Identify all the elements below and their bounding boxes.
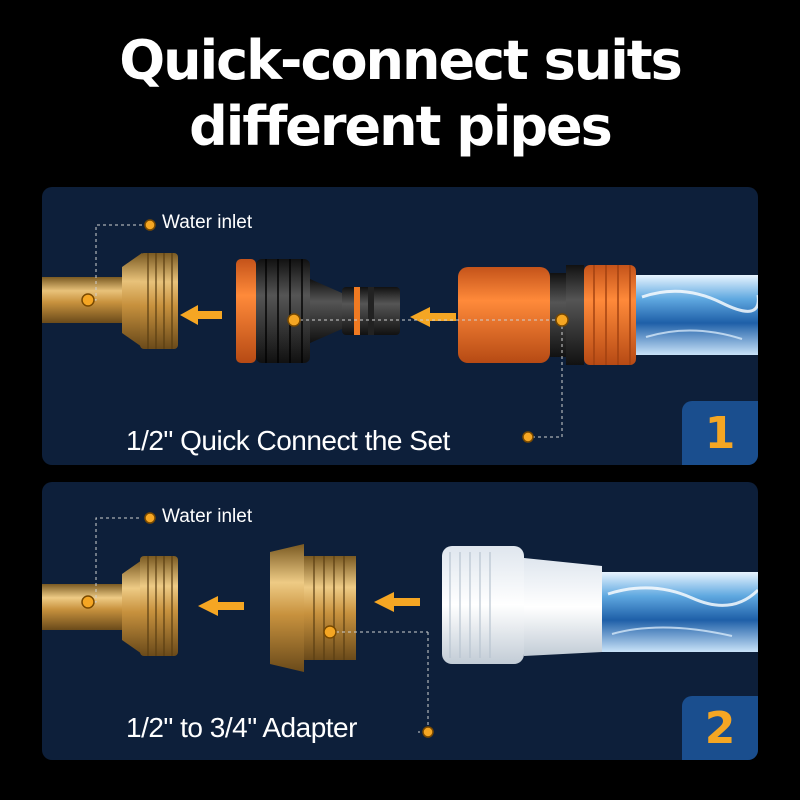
clear-connector <box>442 546 602 664</box>
headline: Quick-connect suits different pipes <box>0 28 800 160</box>
arrow-left-icon <box>410 307 456 327</box>
panel-1-illustration <box>42 219 758 443</box>
brass-faucet-2 <box>42 556 178 656</box>
caption-2: 1/2" to 3/4" Adapter <box>126 712 357 743</box>
arrow-left-icon <box>198 596 244 616</box>
panel-2-illustration <box>42 512 758 738</box>
step-badge-2: 2 <box>682 696 758 760</box>
callout-dots <box>81 512 434 738</box>
arrow-left-icon <box>374 592 420 612</box>
orange-quick-connector <box>458 265 636 365</box>
black-tap-adapter <box>256 259 400 363</box>
leader-lines <box>88 224 563 438</box>
brass-adapter <box>270 544 356 672</box>
headline-line-2: different pipes <box>189 95 613 158</box>
headline-line-1: Quick-connect suits <box>119 29 682 92</box>
clear-hose-1 <box>636 275 758 355</box>
panel-adapter: Water inlet 1/2" to 3/4" Adapter 2 <box>42 482 758 760</box>
water-inlet-label-2: Water inlet <box>162 506 253 527</box>
brass-faucet-1 <box>42 253 178 349</box>
water-inlet-label-1: Water inlet <box>162 212 253 233</box>
panel-quick-connect: Water inlet 1/2" Quick Connect the Set 1 <box>42 187 758 465</box>
callout-dots <box>81 219 569 443</box>
clear-hose-2 <box>602 572 758 652</box>
leader-lines <box>88 517 429 733</box>
arrow-left-icon <box>180 305 222 325</box>
orange-ring <box>236 259 256 363</box>
step-badge-1: 1 <box>682 401 758 465</box>
caption-1: 1/2" Quick Connect the Set <box>126 425 450 456</box>
